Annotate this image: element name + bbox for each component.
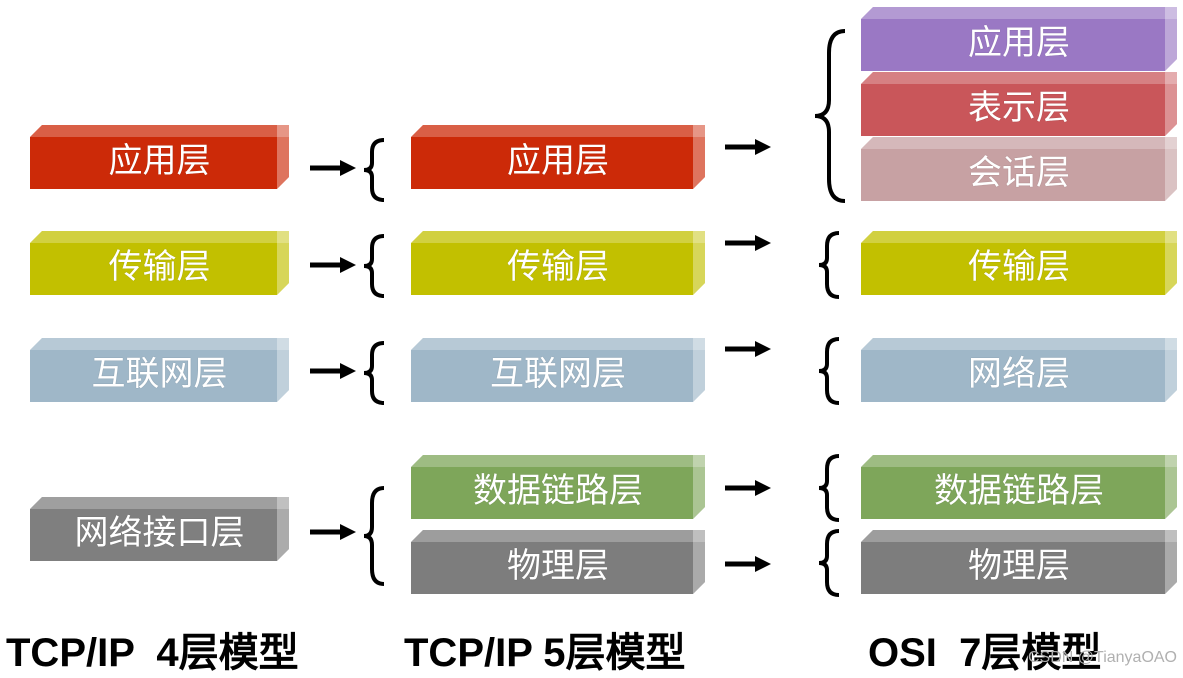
tcpip4-interface-layer: 网络接口层: [30, 497, 289, 561]
right-arrow-icon: [310, 363, 356, 379]
osi-session-label: 会话层: [968, 152, 1070, 193]
left-curly-brace-icon: [818, 454, 840, 522]
osi-session-layer: 会话层: [861, 137, 1177, 201]
right-arrow-icon: [725, 139, 771, 155]
tcpip4-internet-label: 互联网层: [91, 353, 228, 394]
left-curly-brace-icon: [818, 231, 840, 299]
tcpip4-transport-layer: 传输层: [30, 231, 289, 295]
osi-application-label: 应用层: [968, 22, 1070, 63]
osi-datalink-layer: 数据链路层: [861, 455, 1177, 519]
left-curly-brace-icon: [363, 234, 385, 298]
tcpip4-title: TCP/IP 4层模型: [6, 631, 299, 675]
osi-transport-layer: 传输层: [861, 231, 1177, 295]
osi-presentation-layer: 表示层: [861, 72, 1177, 136]
tcpip4-interface-label: 网络接口层: [74, 512, 245, 553]
tcpip5-internet-label: 互联网层: [490, 353, 626, 394]
osi-physical-label: 物理层: [968, 545, 1070, 586]
tcpip4-transport-label: 传输层: [108, 246, 211, 287]
tcpip5-transport-layer: 传输层: [411, 231, 705, 295]
tcpip4-application-label: 应用层: [108, 140, 211, 181]
osi-network-layer: 网络层: [861, 338, 1177, 402]
tcpip5-datalink-layer: 数据链路层: [411, 455, 705, 519]
tcpip5-application-label: 应用层: [507, 140, 609, 181]
left-curly-brace-icon: [363, 138, 385, 202]
tcpip5-datalink-label: 数据链路层: [473, 470, 643, 511]
osi-datalink-label: 数据链路层: [934, 470, 1104, 511]
right-arrow-icon: [725, 235, 771, 251]
right-arrow-icon: [310, 524, 356, 540]
right-arrow-icon: [310, 257, 356, 273]
left-curly-brace-icon: [363, 341, 385, 405]
right-arrow-icon: [725, 480, 771, 496]
osi-application-layer: 应用层: [861, 7, 1177, 71]
tcpip5-physical-label: 物理层: [507, 545, 609, 586]
left-curly-brace-icon: [814, 29, 846, 203]
osi-physical-layer: 物理层: [861, 530, 1177, 594]
tcpip5-title: TCP/IP 5层模型: [404, 631, 686, 675]
tcpip4-internet-layer: 互联网层: [30, 338, 289, 402]
left-curly-brace-icon: [818, 337, 840, 405]
tcpip5-transport-label: 传输层: [507, 246, 609, 287]
tcpip5-internet-layer: 互联网层: [411, 338, 705, 402]
osi-transport-label: 传输层: [968, 246, 1070, 287]
tcpip4-application-layer: 应用层: [30, 125, 289, 189]
right-arrow-icon: [725, 556, 771, 572]
left-curly-brace-icon: [818, 529, 840, 597]
right-arrow-icon: [310, 160, 356, 176]
left-curly-brace-icon: [363, 486, 385, 586]
tcpip5-physical-layer: 物理层: [411, 530, 705, 594]
osi-network-label: 网络层: [968, 353, 1070, 394]
watermark: CSDN @TianyaOAO: [1027, 649, 1177, 666]
right-arrow-icon: [725, 341, 771, 357]
tcpip5-application-layer: 应用层: [411, 125, 705, 189]
osi7-title: OSI 7层模型: [868, 631, 1102, 675]
osi-presentation-label: 表示层: [968, 87, 1070, 128]
